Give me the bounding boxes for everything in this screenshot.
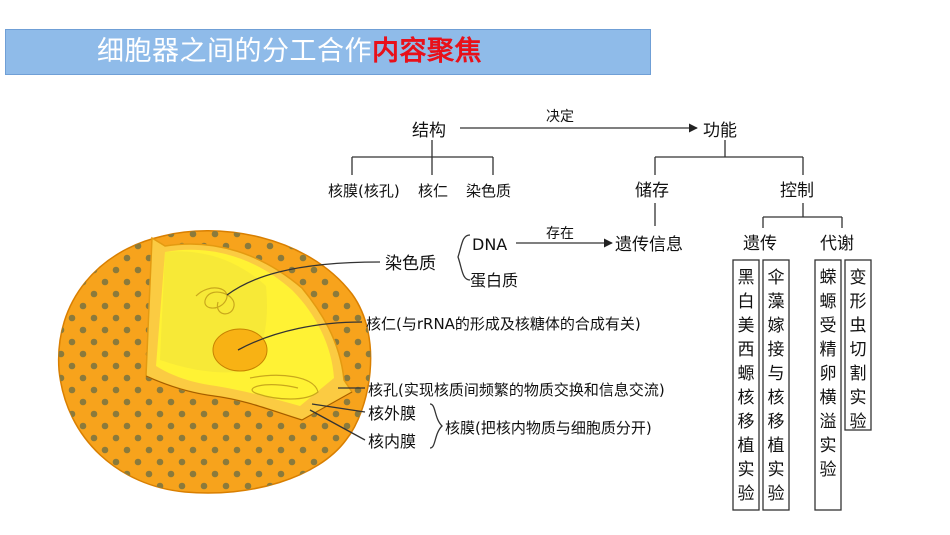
outer-membrane-label: 核外膜 [368,404,416,423]
determines-label: 决定 [546,109,574,125]
experiment-boxes: 黑白美西螈核移植实验 伞藻嫁接与核移植实验 蝾螈受精卵横溢实验 变形虫切割实验 [738,268,867,504]
protein-label: 蛋白质 [470,271,518,290]
experiment-4: 变形虫切割实验 [850,268,867,432]
nuclear-envelope-label: 核膜(把核内物质与细胞质分开) [445,419,652,437]
structure-part-chromatin: 染色质 [466,182,511,200]
title-banner [5,29,651,75]
nuclear-pore-label: 核孔(实现核质间频繁的物质交换和信息交流) [368,381,665,399]
genetic-info-label: 遗传信息 [615,235,683,255]
heredity-label: 遗传 [743,234,777,254]
experiment-1: 黑白美西螈核移植实验 [738,268,755,504]
inner-membrane-label: 核内膜 [368,432,416,451]
experiment-3: 蝾螈受精卵横溢实验 [820,268,837,480]
chromatin-squiggle [195,287,319,400]
chromatin-label: 染色质 [385,254,436,274]
control-label: 控制 [780,181,814,201]
storage-label: 储存 [635,181,669,201]
nucleus-illustration [57,230,372,494]
experiment-2: 伞藻嫁接与核移植实验 [768,268,785,504]
nucleolus-label: 核仁(与rRNA的形成及核糖体的合成有关) [366,315,641,333]
metabolism-label: 代谢 [820,234,854,254]
function-label: 功能 [703,121,737,141]
structure-label: 结构 [412,121,446,141]
concept-lines [226,123,872,511]
edge-outline [145,375,353,421]
stored-in-label: 存在 [546,226,574,242]
nucleolus [212,328,268,372]
page-title: 细胞器之间的分工合作内容聚焦 [97,34,482,70]
dna-label: DNA [472,235,507,254]
structure-part-envelope: 核膜(核孔) [328,182,400,200]
structure-part-nucleolus: 核仁 [418,182,448,200]
title-highlight: 内容聚焦 [372,36,482,67]
title-plain: 细胞器之间的分工合作 [97,36,372,67]
